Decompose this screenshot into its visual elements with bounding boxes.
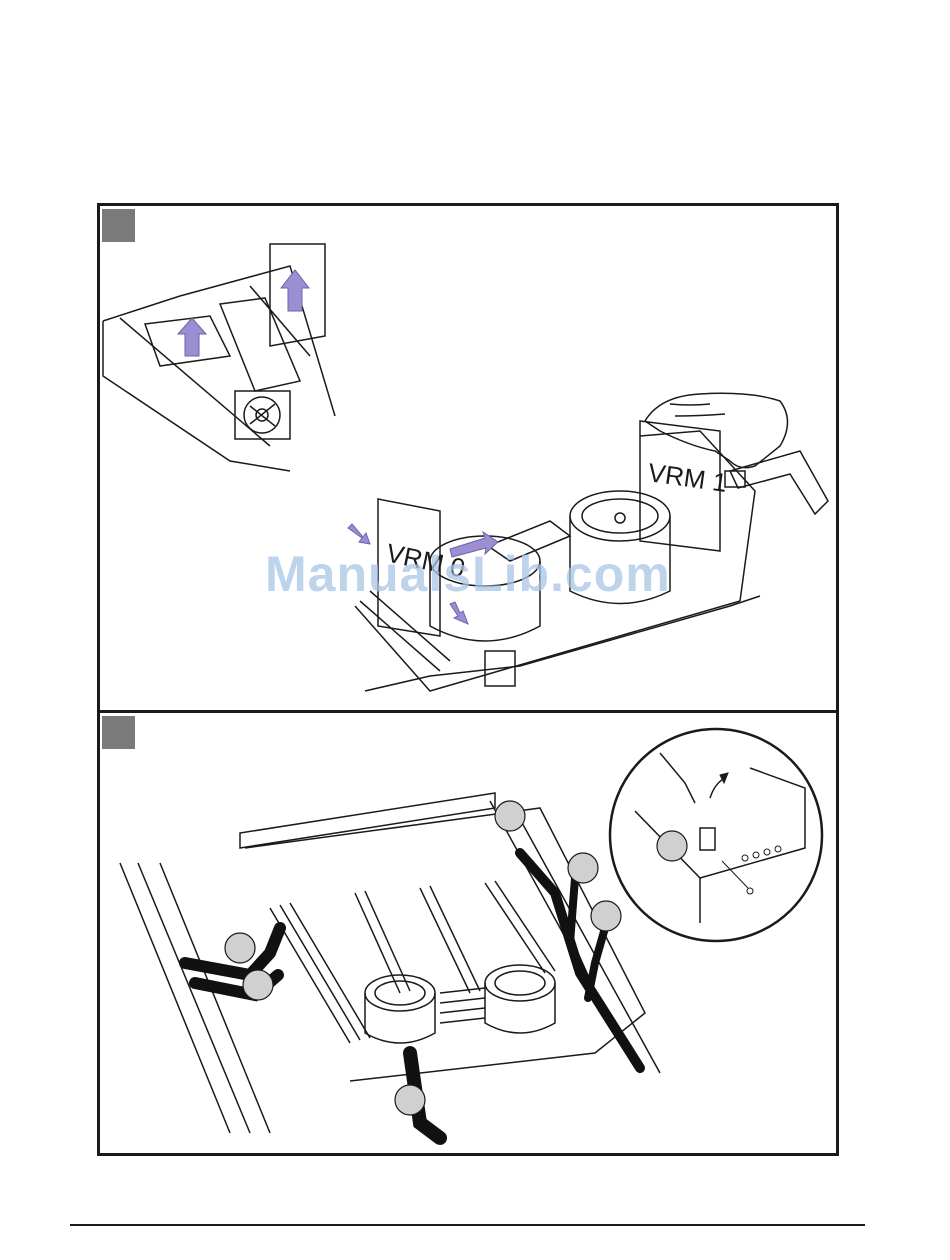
lift-arrow-left [178, 318, 206, 356]
callout-marker [568, 853, 598, 883]
callout-marker [225, 933, 255, 963]
footer-rule [70, 1224, 865, 1226]
cable-right-b [570, 878, 590, 988]
callout-marker [395, 1085, 425, 1115]
callout-marker [591, 901, 621, 931]
vrm-removal-illustration: VRM 0 VRM 1 [100, 206, 836, 710]
callout-marker [243, 970, 273, 1000]
callout-marker [495, 801, 525, 831]
lift-arrow-right [281, 270, 309, 311]
detail-inset [610, 729, 822, 941]
cable-right-c [588, 928, 605, 998]
release-arrow-lower [450, 602, 468, 624]
release-arrow-left [348, 524, 370, 544]
watermark: ManualsLib.com [265, 545, 671, 603]
cable-removal-illustration [100, 713, 836, 1153]
callout-marker [657, 831, 687, 861]
vrm1-label: VRM 1 [646, 457, 729, 498]
